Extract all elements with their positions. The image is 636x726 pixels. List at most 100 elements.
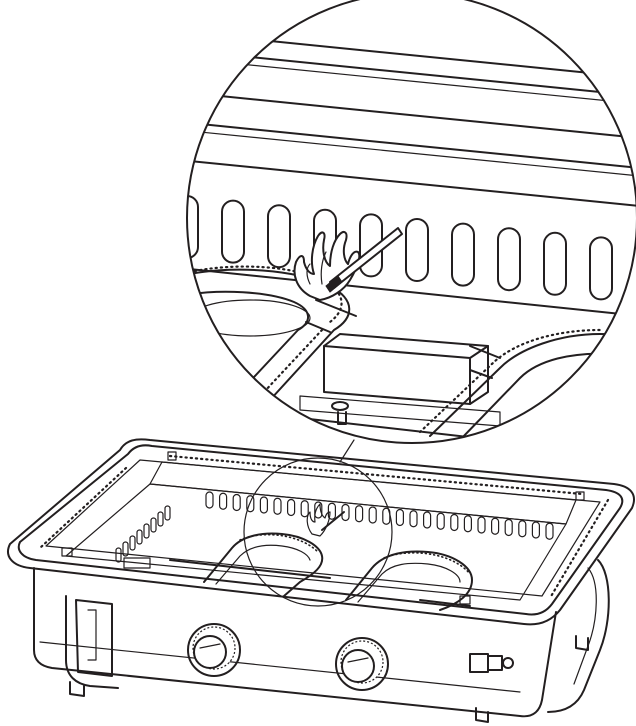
- flame-icon: [293, 231, 361, 301]
- magnified-view-border: [186, 0, 636, 444]
- vent-slot: [589, 236, 613, 301]
- vent-slot: [382, 507, 391, 525]
- vent-slot: [221, 199, 245, 264]
- right-control-knob[interactable]: [335, 637, 389, 691]
- burner-crossbar: [419, 599, 471, 607]
- vent-slot: [259, 496, 268, 514]
- magnified-burner-ports-left-lower: [262, 328, 324, 394]
- mid-rail-edge: [187, 129, 636, 177]
- front-panel-lower-edge: [39, 641, 521, 693]
- foot: [575, 635, 589, 651]
- vent-slot: [205, 491, 214, 509]
- vent-slot: [463, 515, 472, 533]
- vent-slot: [129, 535, 136, 551]
- corner-screw: [61, 547, 73, 557]
- screw-post: [337, 411, 347, 425]
- vent-slot: [219, 492, 228, 510]
- magnified-vent-slots: [187, 195, 636, 305]
- mid-rail: [187, 91, 636, 139]
- corner-screw: [167, 451, 177, 461]
- upper-rail-edge: [187, 57, 636, 105]
- firebox-floor: [65, 483, 567, 601]
- left-handle-bracket: [75, 599, 113, 677]
- vent-slot: [423, 511, 432, 529]
- right-handle: [547, 559, 610, 713]
- burner-ports: [239, 533, 319, 553]
- left-wall-vent-slots: [115, 505, 171, 563]
- vent-slot: [518, 520, 527, 538]
- vent-slot: [504, 518, 513, 537]
- magnified-burner-ports-right: [418, 328, 602, 434]
- small-match-icon: [321, 511, 345, 531]
- foot: [475, 707, 489, 723]
- ignitor-box: [123, 557, 151, 569]
- upper-rail: [187, 49, 636, 97]
- vent-slot: [115, 547, 122, 563]
- wall-bottom-edge: [187, 267, 636, 317]
- magnified-left-tube: [305, 321, 331, 333]
- vent-slot: [232, 493, 241, 512]
- frame-holes-back: [168, 454, 584, 496]
- vent-slot: [273, 497, 282, 515]
- corner-screw: [575, 491, 585, 501]
- left-burner-loop: [203, 532, 324, 597]
- vent-slot: [157, 511, 164, 527]
- top-frame-outer: [7, 438, 635, 626]
- vent-slot: [436, 512, 445, 530]
- vent-slot: [300, 500, 309, 518]
- vent-slot: [246, 495, 255, 513]
- magnified-left-tube: [315, 299, 357, 317]
- vent-slot: [150, 517, 157, 533]
- vent-slot: [187, 195, 199, 259]
- vent-slot: [545, 522, 554, 540]
- center-bracket-side: [469, 345, 489, 405]
- vent-slot: [477, 516, 486, 534]
- vent-slot: [451, 222, 475, 287]
- vent-slot: [368, 506, 377, 524]
- grill-body: [7, 438, 635, 723]
- vent-slot: [122, 541, 129, 557]
- flame-inner: [306, 251, 327, 285]
- vent-slot: [314, 501, 323, 519]
- right-burner-loop-inner: [357, 562, 461, 603]
- front-control-panel: [33, 567, 557, 718]
- magnified-detail-view: [186, 0, 636, 444]
- vent-slot: [405, 218, 429, 282]
- bracket-screw: [331, 401, 349, 411]
- frame-holes-left: [38, 466, 128, 550]
- mid-rail: [187, 121, 636, 169]
- burner-crossbar: [169, 559, 331, 579]
- gas-inlet-fitting: [469, 653, 514, 673]
- magnified-right-tube: [469, 369, 493, 379]
- vent-slot: [355, 505, 364, 523]
- vent-slot: [287, 498, 296, 517]
- vent-slot: [327, 502, 336, 520]
- vent-slot: [136, 529, 143, 545]
- vent-slot: [543, 231, 567, 296]
- left-handle: [65, 595, 119, 689]
- vent-slot: [450, 513, 459, 532]
- vent-slot: [395, 508, 404, 527]
- vent-slot: [497, 227, 521, 292]
- right-burner-loop: [345, 550, 473, 611]
- vent-slot: [143, 523, 150, 539]
- detail-reference-circle: [243, 457, 393, 607]
- left-handle-slot: [87, 609, 97, 661]
- match-icon: [325, 227, 403, 293]
- frame-holes-right: [548, 498, 610, 600]
- small-flame-icon: [306, 503, 331, 537]
- back-wall-vent-slots: [205, 491, 554, 540]
- vent-slot: [267, 204, 291, 269]
- foot: [69, 681, 85, 697]
- left-control-knob[interactable]: [187, 623, 241, 677]
- center-bracket-top: [323, 333, 489, 359]
- wall-top-edge: [187, 159, 636, 207]
- magnified-left-burner-inner: [187, 290, 309, 393]
- callout-leader-line: [339, 439, 355, 463]
- vent-slot: [409, 510, 418, 528]
- burner-ports: [383, 552, 471, 575]
- magnified-right-tube: [469, 345, 501, 359]
- vent-slot: [164, 505, 171, 521]
